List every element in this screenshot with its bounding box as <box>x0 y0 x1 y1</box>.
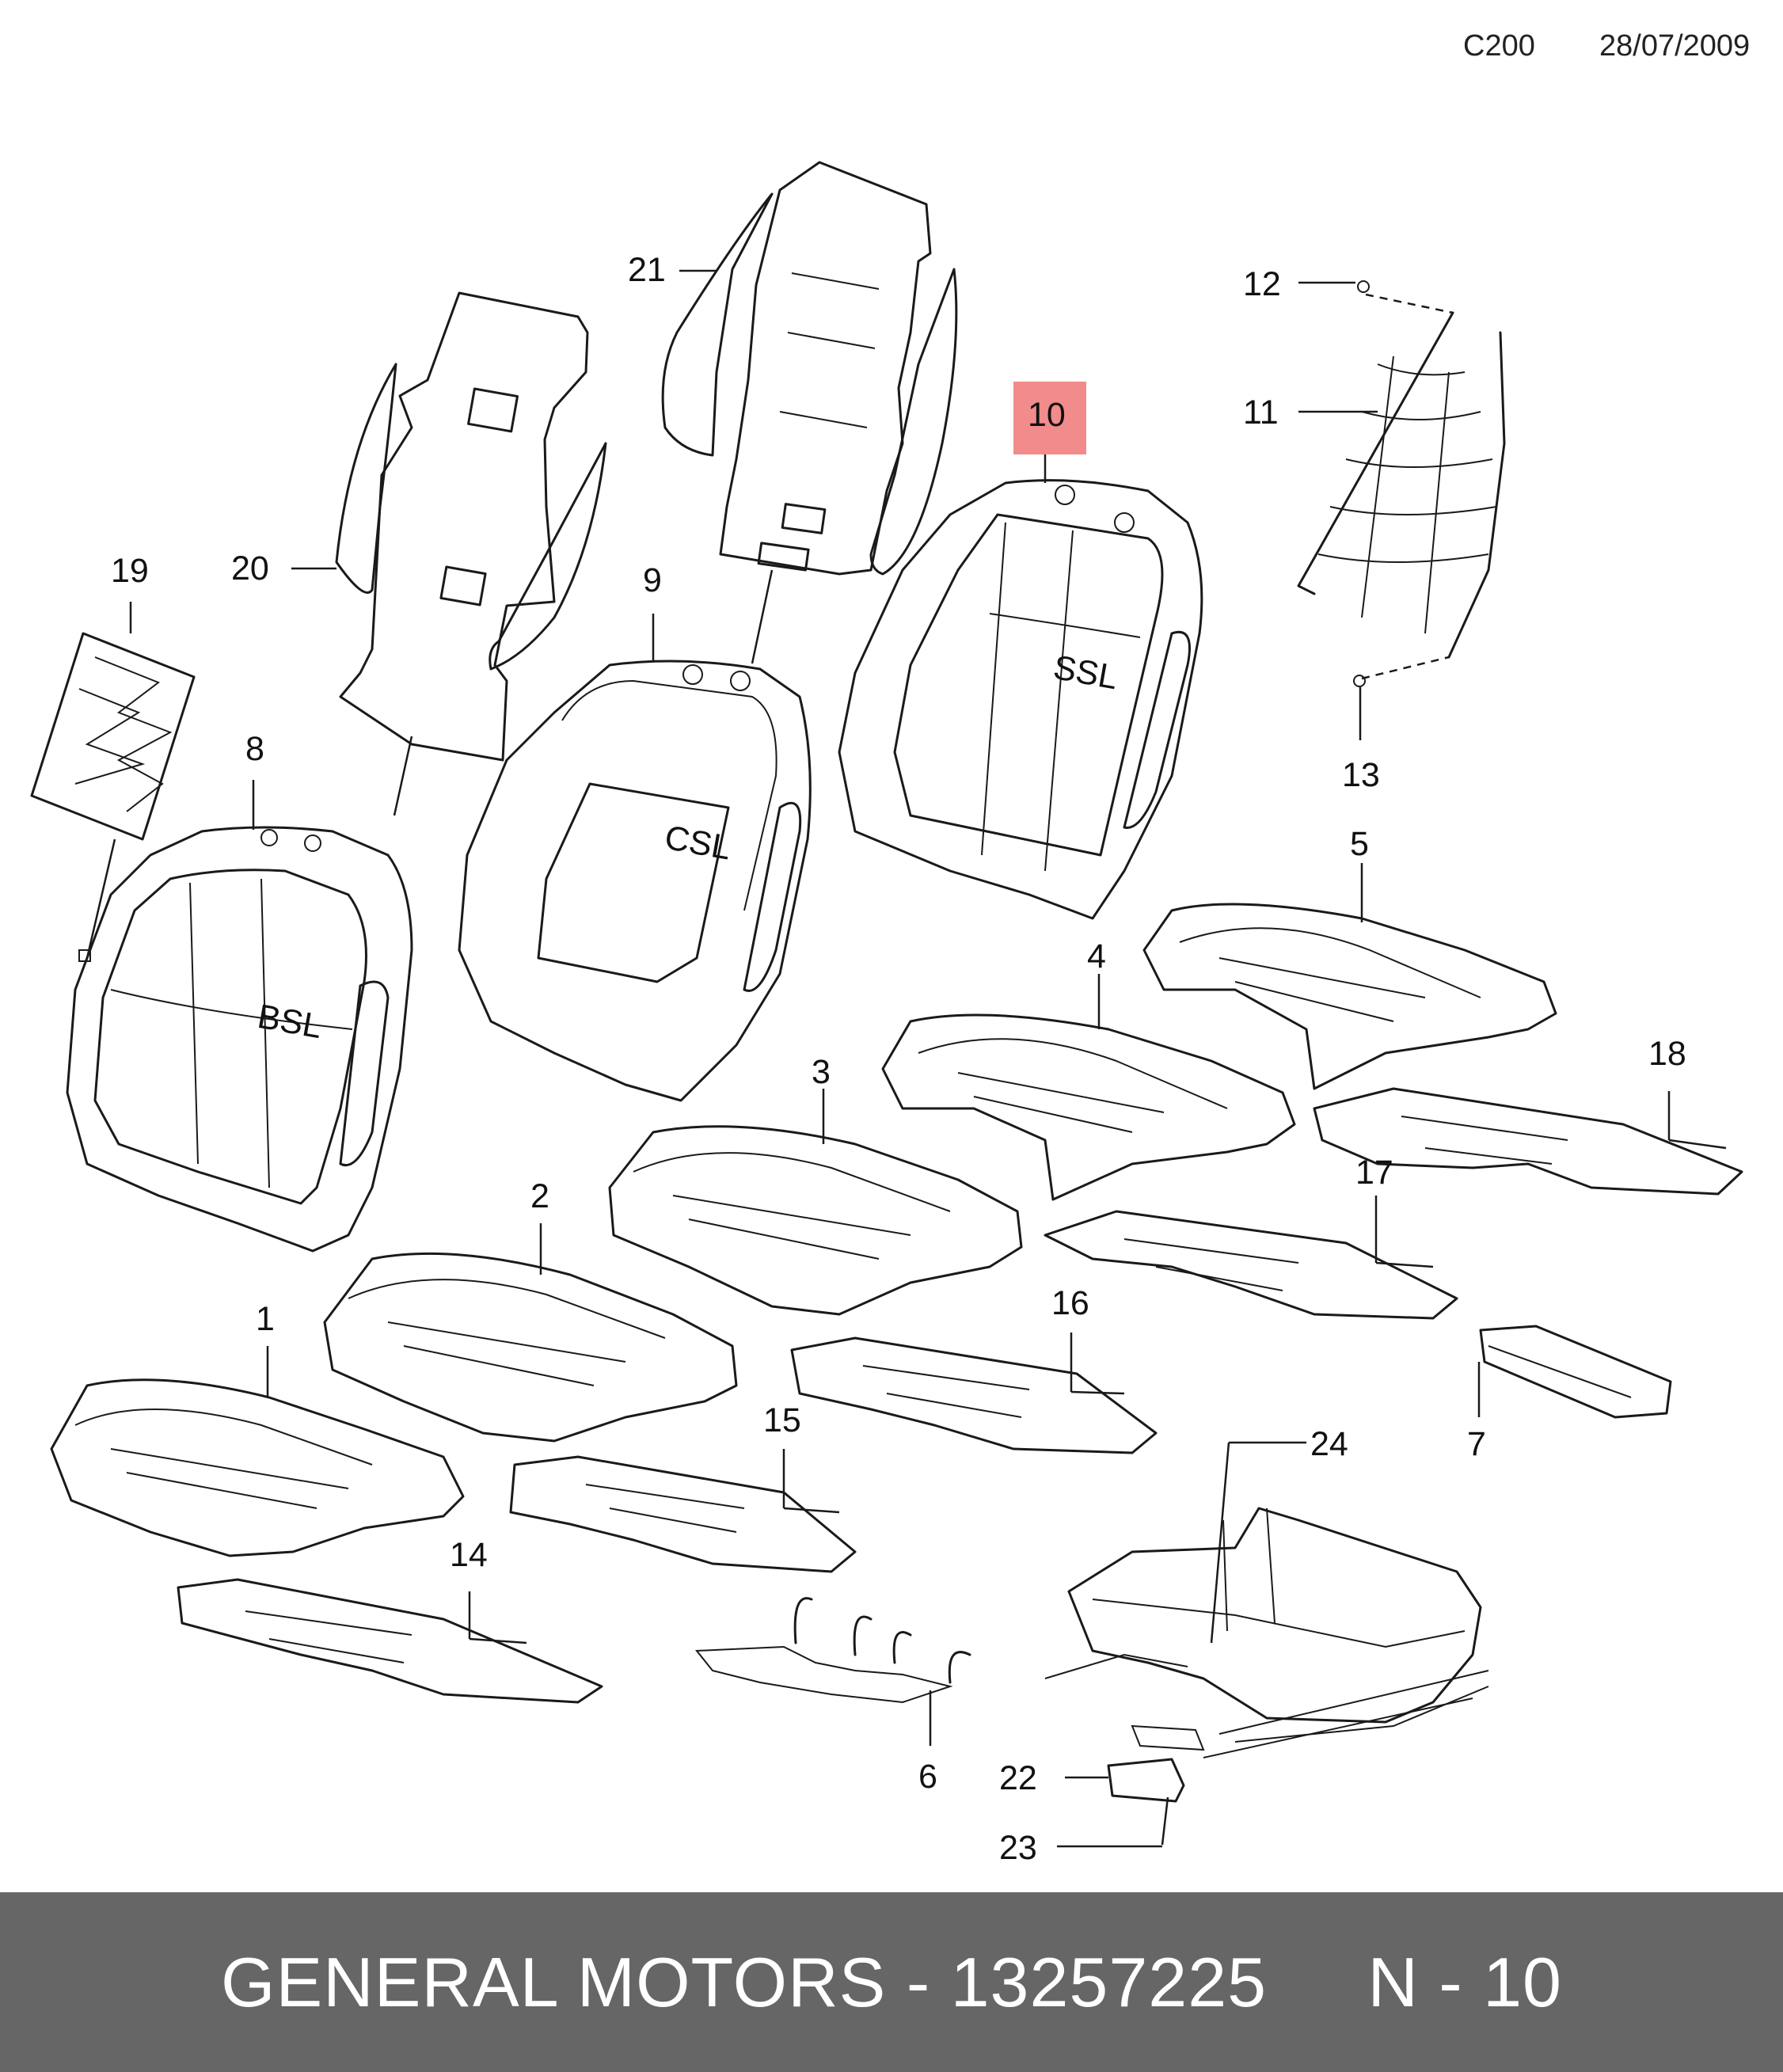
callout-17[interactable]: 17 <box>1355 1154 1393 1192</box>
callout-23[interactable]: 23 <box>999 1829 1037 1867</box>
callout-11[interactable]: 11 <box>1243 393 1279 432</box>
callout-14[interactable]: 14 <box>450 1536 488 1574</box>
callout-24[interactable]: 24 <box>1310 1425 1348 1463</box>
callout-1[interactable]: 1 <box>256 1300 275 1338</box>
footer-banner: GENERAL MOTORS - 13257225 N - 10 <box>0 1892 1783 2072</box>
part-10-back-cover: SSL <box>838 447 1203 920</box>
callout-labels: 21 20 19 8 9 10 12 11 13 5 4 18 3 17 2 1… <box>111 251 1686 1867</box>
seat-frame-assembly <box>1044 1441 1489 1848</box>
part-20-back-pad <box>335 291 607 816</box>
diagram-code: C200 <box>1463 29 1535 63</box>
part-1-cushion-cover <box>50 1346 465 1557</box>
callout-12[interactable]: 12 <box>1243 265 1281 303</box>
callout-18[interactable]: 18 <box>1648 1035 1686 1073</box>
part-10-mark: SSL <box>1051 648 1120 697</box>
callout-19[interactable]: 19 <box>111 552 149 590</box>
footer-part-number: GENERAL MOTORS - 13257225 N - 10 <box>221 1942 1562 2021</box>
callout-5[interactable]: 5 <box>1350 825 1369 863</box>
part-19-heating-pad <box>30 632 196 962</box>
part-4-cushion-pad <box>881 974 1296 1201</box>
part-3-cushion-cover <box>608 1089 1023 1316</box>
item-10-highlight <box>1013 382 1086 454</box>
callout-10[interactable]: 10 <box>1028 396 1066 434</box>
callout-3[interactable]: 3 <box>812 1053 831 1091</box>
callout-7[interactable]: 7 <box>1467 1425 1486 1463</box>
callout-21[interactable]: 21 <box>628 251 666 289</box>
diagram-date: 28/07/2009 <box>1599 29 1750 63</box>
part-16-heater-mat <box>790 1333 1158 1454</box>
callout-20[interactable]: 20 <box>231 549 269 587</box>
callout-16[interactable]: 16 <box>1051 1284 1089 1322</box>
part-2-cushion-cover <box>323 1223 738 1443</box>
callout-22[interactable]: 22 <box>999 1759 1037 1797</box>
part-7-trim-cover <box>1477 1325 1672 1419</box>
part-18-heater-mat <box>1313 1087 1743 1196</box>
callout-13[interactable]: 13 <box>1342 756 1380 794</box>
callout-2[interactable]: 2 <box>530 1177 549 1215</box>
part-5-cushion-pad <box>1142 863 1557 1090</box>
callout-6[interactable]: 6 <box>918 1758 937 1796</box>
seat-parts-diagram: C200 28/07/2009 BSL <box>30 29 1750 1867</box>
part-9-back-cover: CSL <box>458 614 812 1102</box>
part-14-heater-mat <box>177 1578 603 1704</box>
part-8-back-cover: BSL <box>66 780 413 1253</box>
part-6-wiring-harness <box>694 1597 971 1746</box>
callout-9[interactable]: 9 <box>643 561 662 599</box>
part-9-mark: CSL <box>662 819 734 868</box>
callout-8[interactable]: 8 <box>245 730 264 768</box>
part-15-heater-mat <box>509 1449 857 1573</box>
callout-4[interactable]: 4 <box>1087 937 1106 975</box>
part-17-heater-mat <box>1044 1196 1458 1320</box>
callout-15[interactable]: 15 <box>763 1401 801 1439</box>
part-21-back-pad <box>661 161 958 664</box>
part-11-wire-suspension <box>1297 280 1506 740</box>
